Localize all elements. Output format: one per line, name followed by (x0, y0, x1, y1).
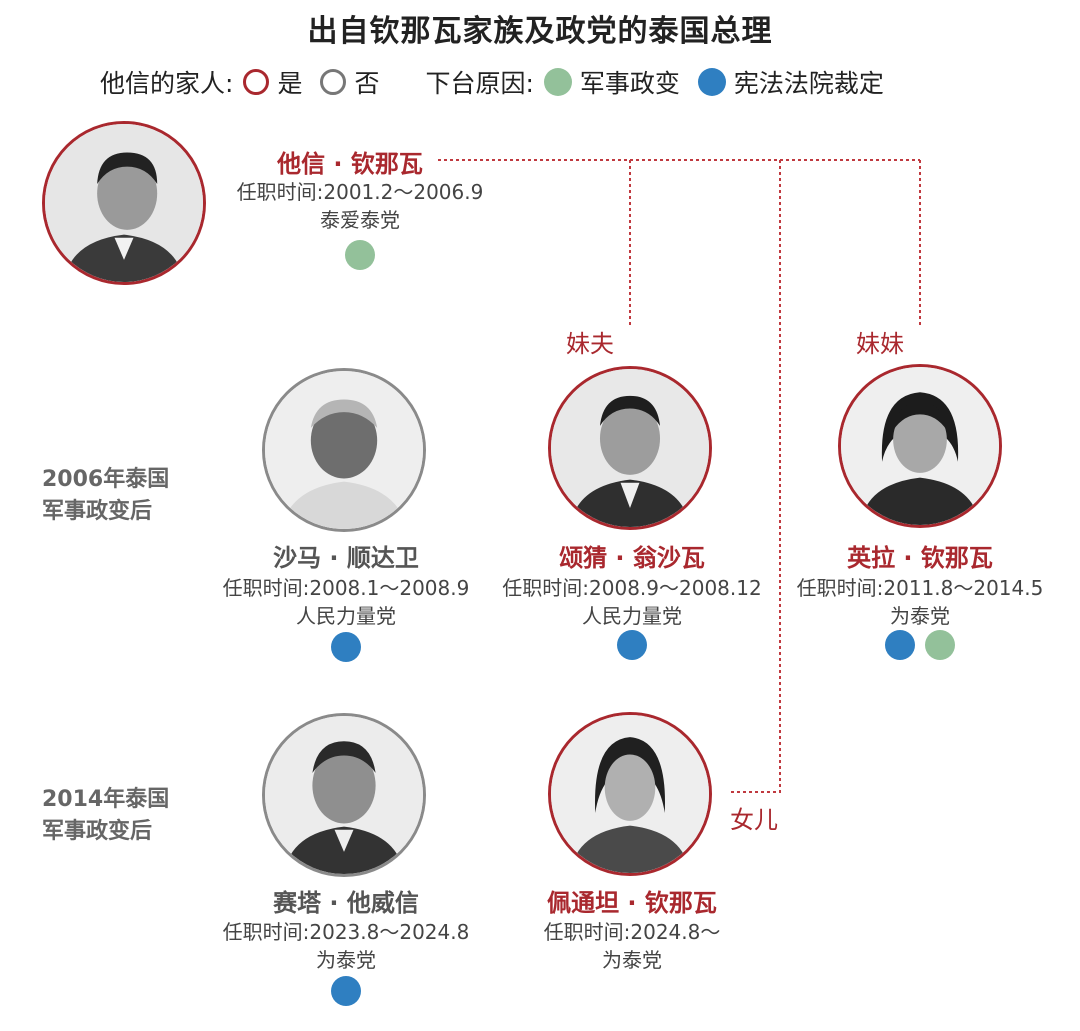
name-samak: 沙马 · 顺达卫 (273, 544, 419, 572)
era-2014-line2: 军事政变后 (42, 819, 153, 844)
legend: 他信的家人: 是 否 下台原因: 军事政变 宪法法院裁定 (100, 62, 902, 102)
court-dot-icon (697, 68, 726, 96)
court-dot-icon (885, 630, 915, 660)
court-dot-icon (331, 976, 361, 1006)
portrait-somchai (548, 366, 712, 530)
party-thaksin: 泰爱泰党 (320, 208, 400, 232)
portrait-srettha (262, 713, 426, 877)
coup-dot-icon (925, 630, 955, 660)
person-silhouette-icon (841, 367, 999, 525)
relation-daughter: 女儿 (730, 806, 778, 834)
era-2006-line2: 军事政变后 (42, 499, 153, 524)
party-paetongtarn: 为泰党 (602, 948, 662, 972)
portrait-paetongtarn (548, 712, 712, 876)
term-paetongtarn: 任职时间:2024.8～ (543, 920, 721, 944)
name-yingluck: 英拉 · 钦那瓦 (847, 544, 993, 572)
reasons-samak (186, 632, 506, 662)
person-silhouette-icon (551, 369, 709, 527)
era-2014-line1: 2014年泰国 (42, 787, 170, 812)
person-silhouette-icon (265, 716, 423, 874)
term-yingluck: 任职时间:2011.8～2014.5 (796, 576, 1044, 600)
name-srettha: 赛塔 · 他威信 (273, 889, 419, 917)
party-srettha: 为泰党 (316, 948, 376, 972)
party-samak: 人民力量党 (296, 604, 396, 628)
portrait-samak (262, 368, 426, 532)
legend-family-no: 否 (354, 69, 380, 98)
reasons-somchai (472, 630, 792, 660)
term-samak: 任职时间:2008.1～2008.9 (222, 576, 470, 600)
term-somchai: 任职时间:2008.9～2008.12 (502, 576, 762, 600)
party-yingluck: 为泰党 (890, 604, 950, 628)
portrait-yingluck (838, 364, 1002, 528)
legend-reason-coup: 军事政变 (579, 69, 680, 98)
term-srettha: 任职时间:2023.8～2024.8 (222, 920, 470, 944)
court-dot-icon (331, 632, 361, 662)
name-thaksin: 他信 · 钦那瓦 (277, 150, 423, 178)
family-no-ring-icon (320, 69, 347, 95)
legend-reason-label: 下台原因: (425, 69, 534, 98)
relation-brother-in-law: 妹夫 (566, 330, 614, 358)
reasons-yingluck (760, 630, 1080, 660)
term-thaksin: 任职时间:2001.2～2006.9 (236, 180, 484, 204)
person-silhouette-icon (45, 124, 203, 282)
page-title: 出自钦那瓦家族及政党的泰国总理 (307, 14, 773, 49)
court-dot-icon (617, 630, 647, 660)
era-2014-label: 2014年泰国 军事政变后 (42, 784, 169, 848)
person-silhouette-icon (551, 715, 709, 873)
era-2006-label: 2006年泰国 军事政变后 (42, 464, 169, 528)
legend-reason-court: 宪法法院裁定 (733, 69, 884, 98)
era-2006-line1: 2006年泰国 (42, 467, 170, 492)
legend-family-label: 他信的家人: (100, 69, 234, 98)
reasons-thaksin (200, 240, 520, 270)
coup-dot-icon (345, 240, 375, 270)
portrait-thaksin (42, 121, 206, 285)
connector-paetongtarn (728, 160, 781, 793)
name-paetongtarn: 佩通坦 · 钦那瓦 (547, 889, 717, 917)
relation-sister: 妹妹 (856, 330, 904, 358)
coup-dot-icon (543, 68, 572, 96)
party-somchai: 人民力量党 (582, 604, 682, 628)
legend-family-yes: 是 (277, 69, 303, 98)
person-silhouette-icon (265, 371, 423, 529)
family-yes-ring-icon (243, 69, 270, 95)
reasons-srettha (186, 976, 506, 1006)
name-somchai: 颂猜 · 翁沙瓦 (559, 544, 705, 572)
